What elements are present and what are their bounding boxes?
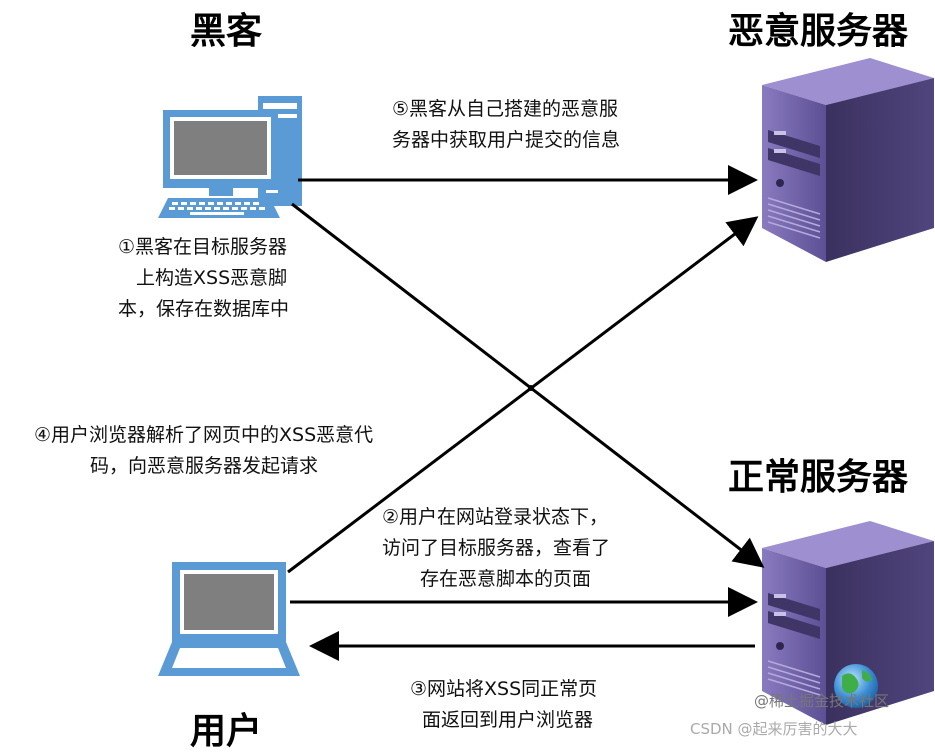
step3-text: ③网站将XSS同正常页 面返回到用户浏览器 (410, 674, 597, 736)
label-user: 用户 (190, 711, 263, 752)
label-normal-server: 正常服务器 (728, 457, 909, 498)
step5-line2: 务器中获取用户提交的信息 (392, 129, 621, 151)
xss-attack-diagram: 黑客 恶意服务器 正常服务器 用户 ⑤黑客从自己搭建的恶意服 务器中获取用户提交… (34, 11, 934, 752)
step4-line2: 码，向恶意服务器发起请求 (90, 455, 319, 477)
arrow-hacker-to-normal (291, 202, 765, 568)
step2-line2: 访问了目标服务器，查看了 (382, 537, 611, 559)
step2-text: ②用户在网站登录状态下， 访问了目标服务器，查看了 存在恶意脚本的页面 (382, 502, 610, 595)
arrow-user-to-malicious (287, 216, 759, 574)
step2-line1: ②用户在网站登录状态下， (382, 506, 609, 528)
label-malicious-server: 恶意服务器 (728, 11, 909, 52)
step1-line2: 上构造XSS恶意脚 (136, 267, 288, 289)
malicious-server-icon (762, 58, 934, 262)
step4-text: ④用户浏览器解析了网页中的XSS恶意代 码，向恶意服务器发起请求 (34, 420, 373, 482)
label-hacker: 黑客 (190, 11, 263, 52)
step1-text: ①黑客在目标服务器 上构造XSS恶意脚 本，保存在数据库中 (118, 232, 289, 325)
step1-line3: 本，保存在数据库中 (118, 298, 290, 320)
arrow-crossing-dot (528, 385, 534, 391)
hacker-computer-icon (158, 96, 302, 218)
step2-line3: 存在恶意脚本的页面 (420, 568, 592, 590)
globe-icon (834, 664, 878, 708)
arrows (287, 165, 765, 661)
step3-line2: 面返回到用户浏览器 (422, 709, 594, 731)
step3-line1: ③网站将XSS同正常页 (410, 678, 598, 700)
step1-line1: ①黑客在目标服务器 (118, 236, 288, 258)
watermark-csdn: CSDN @起来厉害的大大 (690, 720, 858, 738)
user-laptop-icon (158, 562, 300, 676)
diagram-canvas (158, 58, 934, 725)
step4-line1: ④用户浏览器解析了网页中的XSS恶意代 (34, 424, 374, 446)
step5-text: ⑤黑客从自己搭建的恶意服 务器中获取用户提交的信息 (392, 94, 620, 156)
step5-line1: ⑤黑客从自己搭建的恶意服 (392, 98, 619, 120)
watermark-juejin: @稀土掘金技术社区 (754, 692, 890, 710)
